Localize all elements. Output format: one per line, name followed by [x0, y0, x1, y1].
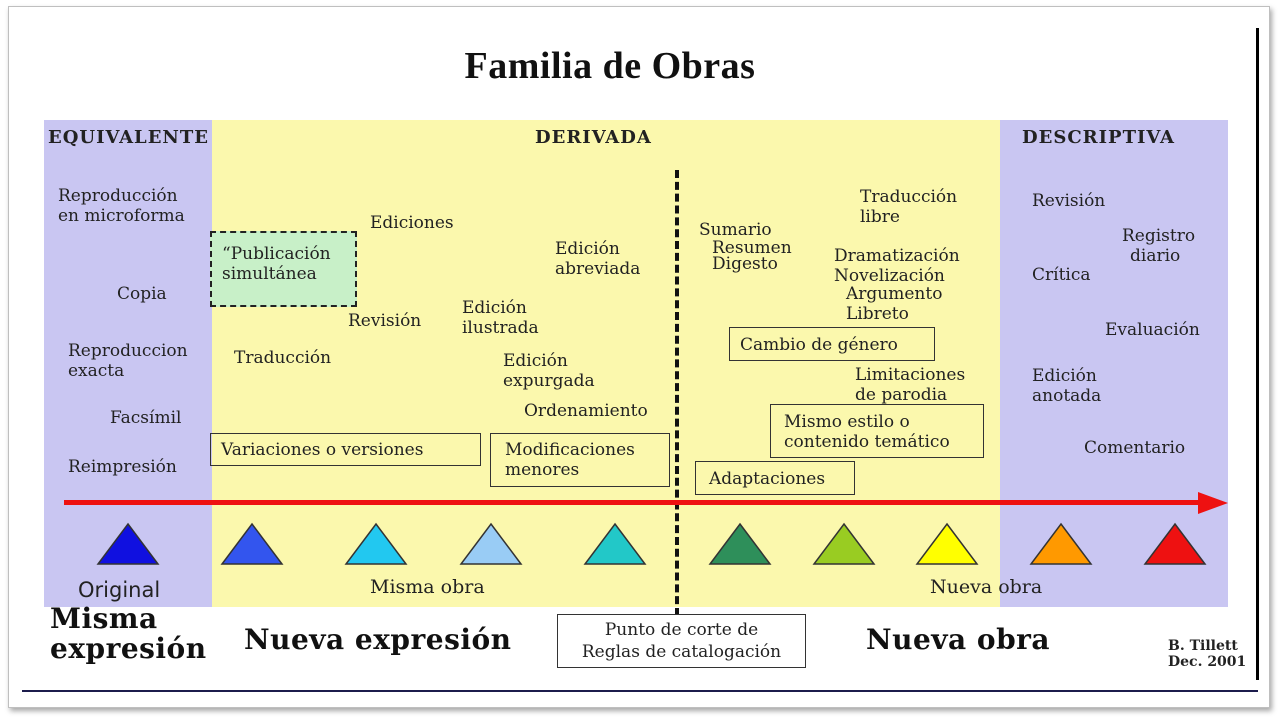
item-edicion-ilustrada: Edición ilustrada: [462, 298, 539, 338]
item-line: Limitaciones: [855, 365, 966, 385]
item-sumario: Sumario: [699, 220, 772, 240]
item-ediciones: Ediciones: [370, 213, 454, 233]
triangle-marker: [96, 522, 160, 565]
triangle-marker: [220, 522, 284, 565]
triangle-marker: [459, 522, 523, 565]
label-original: Original: [78, 578, 161, 602]
zone-derivada: [212, 120, 1000, 607]
heading-descriptiva: DESCRIPTIVA: [1022, 127, 1175, 148]
item-line: libre: [860, 207, 900, 227]
item-revision: Revisión: [348, 311, 422, 331]
item-line: Reproducción: [58, 186, 178, 206]
item-libreto: Libreto: [846, 304, 909, 324]
item-reproduccion-exacta: Reproduccion exacta: [68, 341, 188, 381]
triangle-marker: [1143, 522, 1207, 565]
item-edicion-anotada: Edición anotada: [1032, 366, 1101, 406]
footer-nueva-expresion: Nueva expresión: [244, 623, 512, 656]
item-traduccion: Traducción: [234, 348, 332, 368]
item-line: Modificaciones: [505, 440, 635, 460]
item-copia: Copia: [117, 284, 167, 304]
adaptaciones-label: Adaptaciones: [709, 469, 826, 489]
triangle-marker: [915, 522, 979, 565]
item-line: expurgada: [503, 371, 595, 391]
variaciones-label: Variaciones o versiones: [221, 440, 424, 460]
item-edicion-abreviada: Edición abreviada: [555, 239, 640, 279]
credit-author: B. Tillett Dec. 2001: [1168, 638, 1246, 670]
item-traduccion-libre: Traducción libre: [860, 187, 957, 227]
item-line: simultánea: [222, 264, 317, 284]
item-line: abreviada: [555, 259, 641, 279]
punto-corte-line: Punto de corte de: [604, 620, 759, 640]
triangle-marker: [708, 522, 772, 565]
punto-corte-line: Reglas de catalogación: [581, 642, 782, 662]
cambio-genero-box: Cambio de género: [729, 327, 935, 361]
footer-line: expresión: [50, 632, 207, 665]
item-novelizacion: Novelización: [834, 266, 945, 286]
item-line: Reproduccion: [68, 341, 188, 361]
triangle-marker: [344, 522, 408, 565]
triangle-marker: [583, 522, 647, 565]
adaptaciones-box: Adaptaciones: [695, 461, 855, 495]
item-line: contenido temático: [784, 432, 950, 452]
heading-derivada: DERIVADA: [535, 127, 652, 148]
item-line: diario: [1130, 246, 1181, 266]
footer-misma-expresion: Misma expresión: [50, 604, 207, 664]
footer-nueva-obra: Nueva obra: [866, 623, 1051, 656]
item-critica: Crítica: [1032, 265, 1091, 285]
publicacion-simultanea-box: [210, 231, 357, 307]
item-line: de parodia: [855, 385, 948, 405]
punto-corte-box: Punto de corte de Reglas de catalogación: [557, 614, 806, 668]
item-edicion-expurgada: Edición expurgada: [503, 351, 595, 391]
item-line: Edición: [555, 239, 620, 259]
item-line: Mismo estilo o: [784, 412, 910, 432]
triangle-marker: [812, 522, 876, 565]
item-line: Edición: [1032, 366, 1097, 386]
heading-equivalente: EQUIVALENTE: [48, 127, 209, 148]
triangle-marker: [1029, 522, 1093, 565]
item-revision-descriptiva: Revisión: [1032, 191, 1106, 211]
item-dramatizacion: Dramatización: [834, 246, 960, 266]
item-facsimil: Facsímil: [110, 408, 182, 428]
item-line: menores: [505, 460, 580, 480]
cutoff-divider: [675, 170, 679, 616]
frame-rule-right: [1256, 28, 1259, 680]
item-ordenamiento: Ordenamiento: [524, 401, 648, 421]
item-limitaciones-parodia: Limitaciones de parodia: [855, 365, 965, 405]
item-line: anotada: [1032, 386, 1102, 406]
variaciones-box: Variaciones o versiones: [210, 433, 481, 466]
item-line: Edición: [462, 298, 527, 318]
zone-descriptiva: [1000, 120, 1228, 607]
item-registro-diario: Registro diario: [1122, 226, 1195, 266]
item-reimpresion: Reimpresión: [68, 457, 177, 477]
label-nueva-obra-small: Nueva obra: [930, 576, 1043, 598]
cambio-genero-label: Cambio de género: [740, 335, 898, 355]
frame-rule-bottom: [22, 690, 1258, 692]
credit-line: Dec. 2001: [1168, 654, 1247, 670]
item-line: Edición: [503, 351, 568, 371]
item-argumento: Argumento: [846, 284, 943, 304]
label-misma-obra: Misma obra: [370, 576, 485, 598]
item-evaluacion: Evaluación: [1105, 320, 1200, 340]
item-line: en microforma: [58, 206, 185, 226]
timeline-arrow-line: [64, 500, 1204, 505]
item-line: Traducción: [860, 187, 958, 207]
item-reproduccion-microforma: Reproducción en microforma: [58, 186, 185, 226]
item-line: ilustrada: [462, 318, 539, 338]
item-digesto: Digesto: [712, 254, 778, 274]
page-title: Familia de Obras: [464, 45, 756, 87]
item-resumen: Resumen: [712, 238, 792, 258]
timeline-arrow-head: [1198, 492, 1228, 514]
modificaciones-box: Modificaciones menores: [490, 433, 670, 487]
footer-line: Misma: [50, 602, 158, 635]
item-line: Registro: [1122, 226, 1196, 246]
item-publicacion-simultanea: “Publicación simultánea: [222, 244, 331, 284]
item-comentario: Comentario: [1084, 438, 1186, 458]
item-line: exacta: [68, 361, 125, 381]
mismo-estilo-box: Mismo estilo o contenido temático: [770, 404, 984, 458]
credit-line: B. Tillett: [1168, 638, 1238, 654]
item-line: “Publicación: [222, 244, 331, 264]
